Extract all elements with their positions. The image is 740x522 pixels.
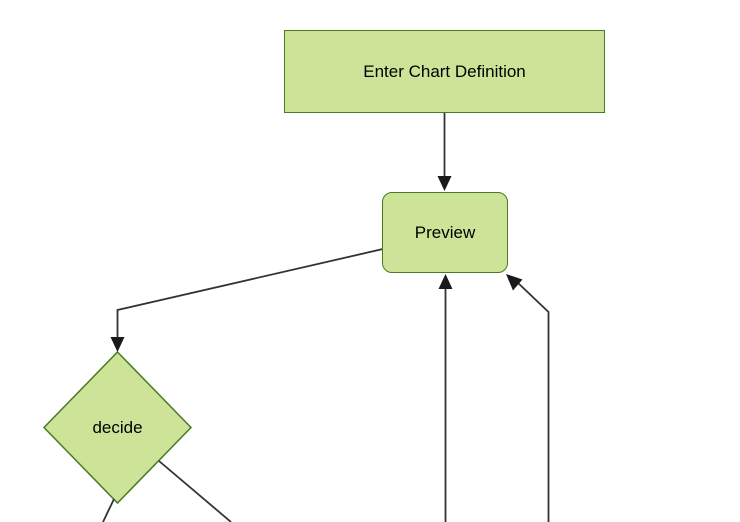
node-enter-chart-definition[interactable]: Enter Chart Definition [284,30,605,113]
edge-preview-to-decide [116,248,384,338]
node-enter-chart-definition-label: Enter Chart Definition [363,61,526,81]
edge-decide-to-bottom-left [102,498,115,522]
edge-definition-to-preview-arrowhead [437,176,452,191]
edge-bottom-right-to-preview [516,281,550,522]
node-preview[interactable]: Preview [382,192,508,273]
node-decide-shape[interactable] [42,350,193,505]
edge-bottom-right-to-preview-arrowhead [506,274,523,291]
edge-preview-to-decide-arrowhead [110,337,125,352]
edge-decide-to-bottom-right [158,460,232,522]
edge-bottom-center-to-preview-arrowhead [438,274,453,289]
node-preview-label: Preview [414,222,476,242]
